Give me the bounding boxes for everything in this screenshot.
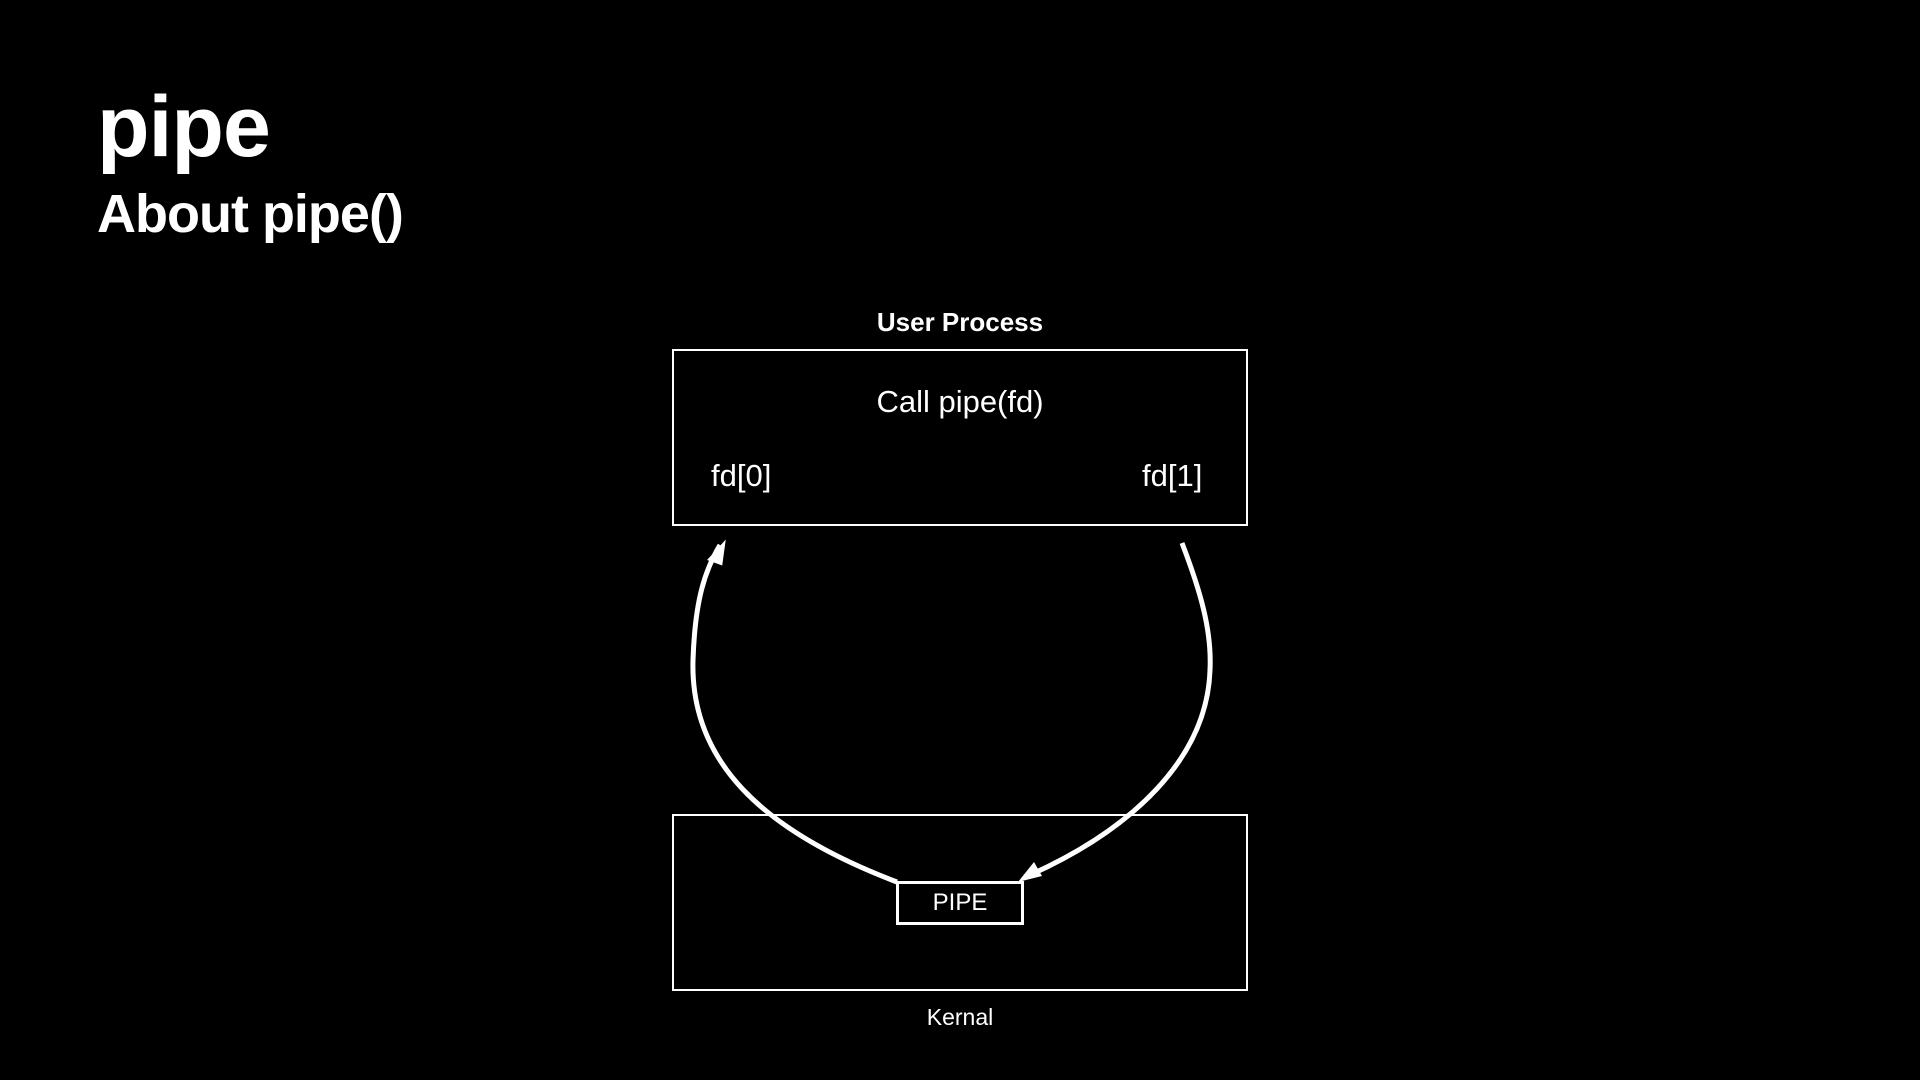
user-process-box	[672, 349, 1248, 526]
pipe-box: PIPE	[896, 881, 1024, 925]
kernel-label: Kernal	[926, 1004, 994, 1030]
pipe-label: PIPE	[932, 889, 988, 916]
fd0-label: fd[0]	[711, 458, 772, 493]
arrowhead-fd0	[707, 539, 726, 566]
slide-title: pipe	[97, 79, 271, 175]
call-pipe-label: Call pipe(fd)	[876, 384, 1044, 419]
kernel-box	[672, 814, 1248, 991]
fd1-label: fd[1]	[1142, 458, 1203, 493]
user-process-label: User Process	[0, 309, 1920, 335]
slide-subtitle: About pipe()	[97, 184, 404, 244]
user-process-label-text: User Process	[876, 307, 1044, 337]
